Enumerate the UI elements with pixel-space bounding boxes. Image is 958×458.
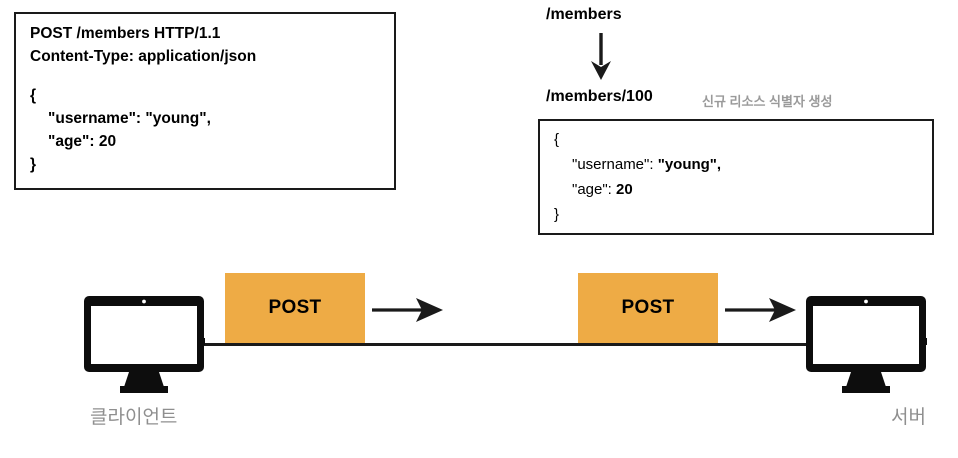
new-resource-identifier-annotation: 신규 리소스 식별자 생성 xyxy=(702,94,833,109)
server-label: 서버 xyxy=(891,406,926,428)
response-line-username: "username": "young", xyxy=(554,152,918,177)
arrow-right-icon xyxy=(372,298,443,322)
arrow-right-icon xyxy=(725,298,796,322)
request-line-brace-open: { xyxy=(30,87,37,104)
transport-line xyxy=(203,343,815,346)
post-token-label: POST xyxy=(268,297,322,318)
client-node: 클라이언트 xyxy=(78,294,210,429)
monitor-icon xyxy=(806,296,927,393)
response-age-value: 20 xyxy=(616,181,633,198)
request-line-brace-close: } xyxy=(30,156,37,173)
http-response-box: { "username": "young", "age": 20 } xyxy=(538,119,934,235)
request-line-method: POST /members HTTP/1.1 xyxy=(30,25,221,42)
request-line-blank xyxy=(30,68,380,84)
request-line-content-type: Content-Type: application/json xyxy=(30,48,257,65)
arrow-down-icon xyxy=(591,33,611,80)
post-token-server: POST xyxy=(578,273,718,343)
http-request-box: POST /members HTTP/1.1 Content-Type: app… xyxy=(14,12,396,190)
response-age-key: "age": xyxy=(572,181,612,198)
response-username-value: "young", xyxy=(657,156,722,173)
request-line-age: "age": 20 xyxy=(48,133,117,150)
server-node: 서버 xyxy=(800,294,932,429)
client-label: 클라이언트 xyxy=(90,406,178,428)
monitor-icon xyxy=(84,296,205,393)
response-username-key: "username": xyxy=(572,156,654,173)
response-line-brace-open: { xyxy=(554,131,560,148)
uri-collection-label: /members xyxy=(546,6,622,23)
post-token-label: POST xyxy=(621,297,675,318)
post-token-client: POST xyxy=(225,273,365,343)
uri-resource-label: /members/100 xyxy=(546,88,653,105)
response-line-age: "age": 20 xyxy=(554,177,918,202)
response-line-brace-close: } xyxy=(554,206,560,223)
request-line-username: "username": "young", xyxy=(48,110,211,127)
